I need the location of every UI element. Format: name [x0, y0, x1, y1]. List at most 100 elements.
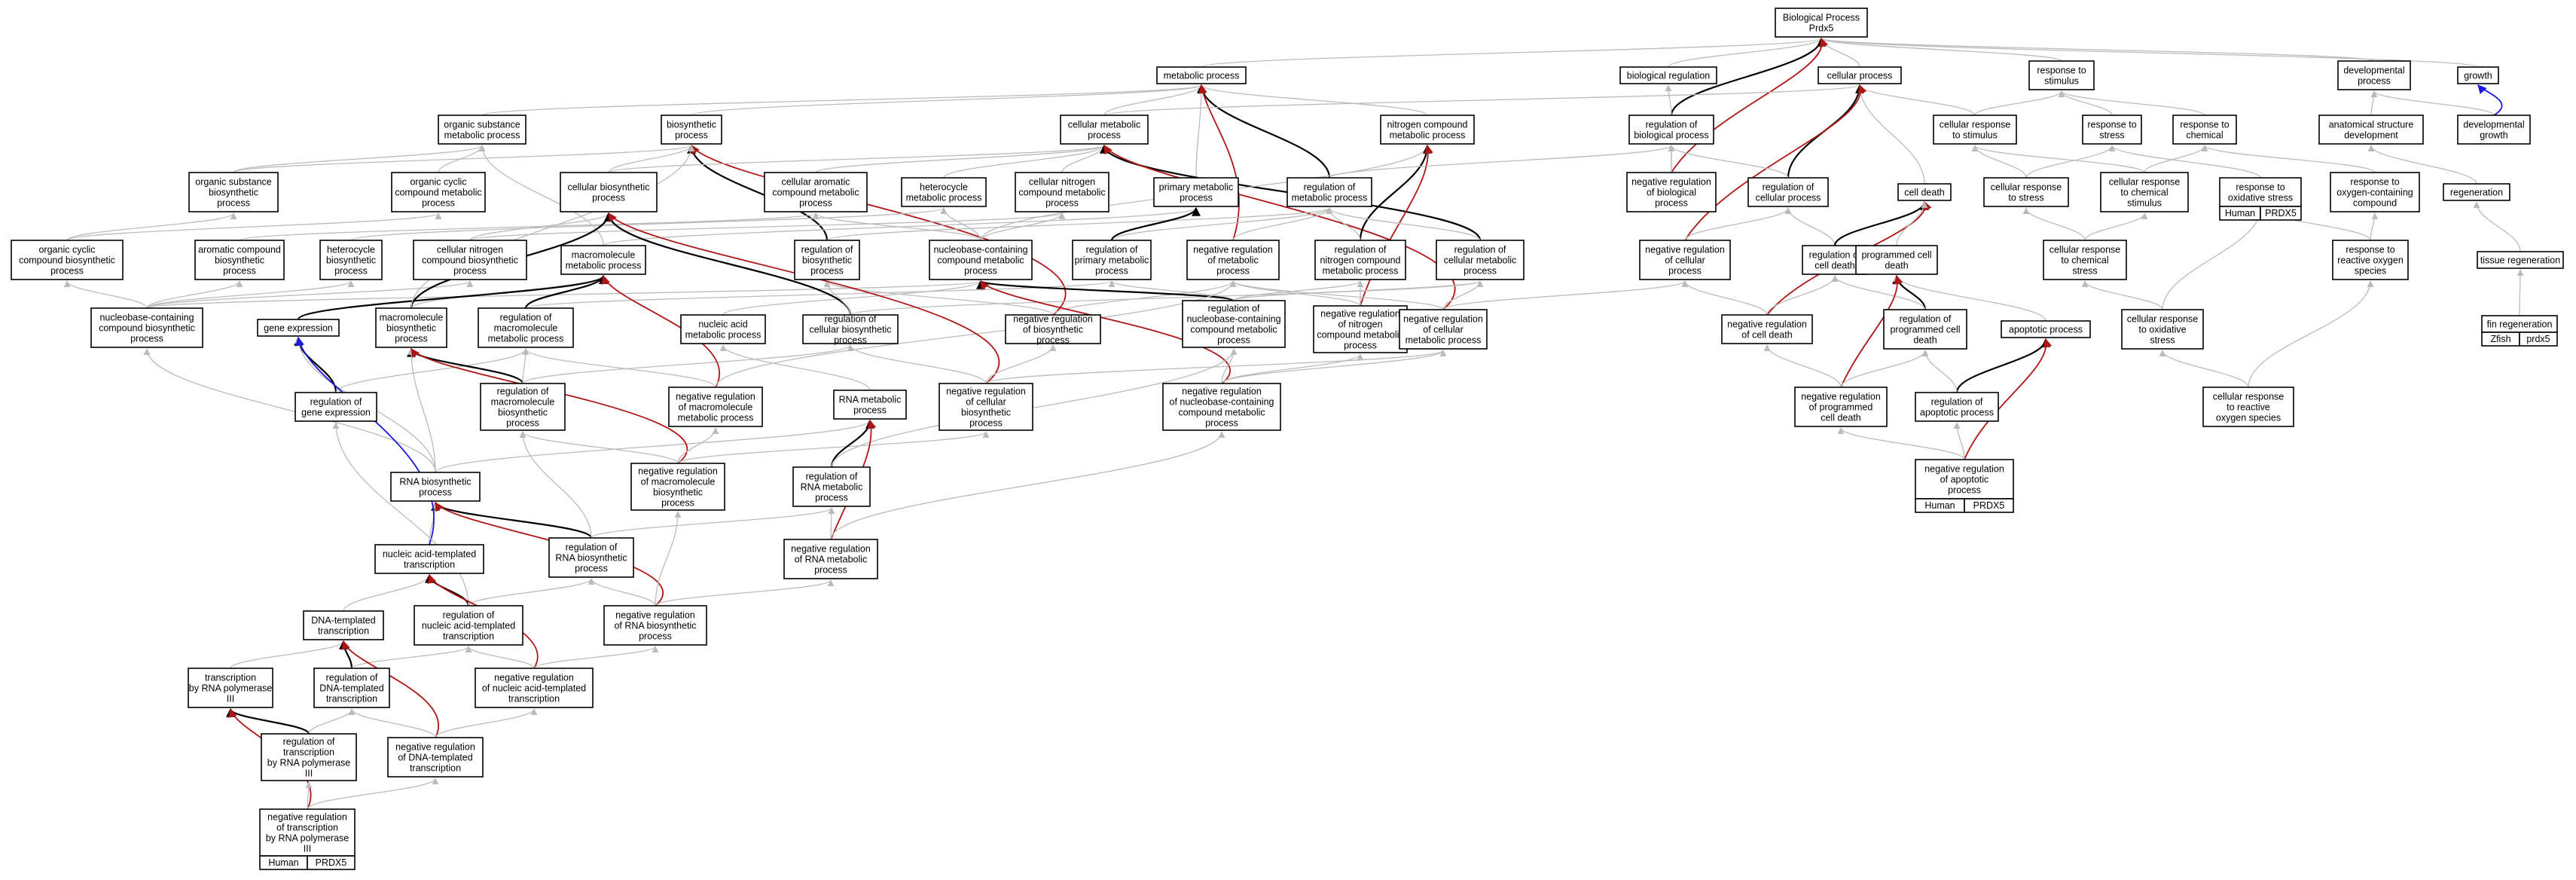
go-term-node-mp[interactable]: metabolic process — [1156, 66, 1247, 84]
go-term-node-ge[interactable]: gene expression — [257, 319, 340, 337]
node-label-line: nucleic acid-templated — [383, 549, 476, 560]
edge-rpmp-to-rmp — [1111, 207, 1333, 241]
go-term-node-regen[interactable]: regeneration — [2443, 183, 2510, 201]
gene-tag[interactable] — [2519, 332, 2558, 347]
gene-tag[interactable] — [307, 855, 356, 870]
go-term-node-rmbp[interactable]: regulation ofmacromoleculebiosyntheticpr… — [480, 383, 566, 431]
go-term-node-ap[interactable]: apoptotic process — [2001, 320, 2091, 338]
node-box — [2477, 251, 2564, 269]
gene-tag[interactable] — [2260, 206, 2302, 221]
go-term-node-rnbcmp[interactable]: regulation ofnucleobase-containingcompou… — [1182, 300, 1286, 348]
go-term-node-br[interactable]: biological regulation — [1619, 66, 1717, 84]
go-term-node-cd[interactable]: cell death — [1897, 183, 1952, 201]
node-label-line: process — [592, 193, 625, 203]
edge-nbcmp-to-hmp — [940, 207, 981, 241]
gene-tag[interactable] — [1964, 498, 2014, 513]
go-term-node-gr[interactable]: growth — [2457, 66, 2499, 84]
go-term-node-cp[interactable]: cellular process — [1818, 66, 1902, 84]
go-term-node-tr[interactable]: tissue regeneration — [2477, 251, 2564, 269]
node-box — [2001, 320, 2091, 338]
node-label-line: stress — [2150, 335, 2175, 346]
